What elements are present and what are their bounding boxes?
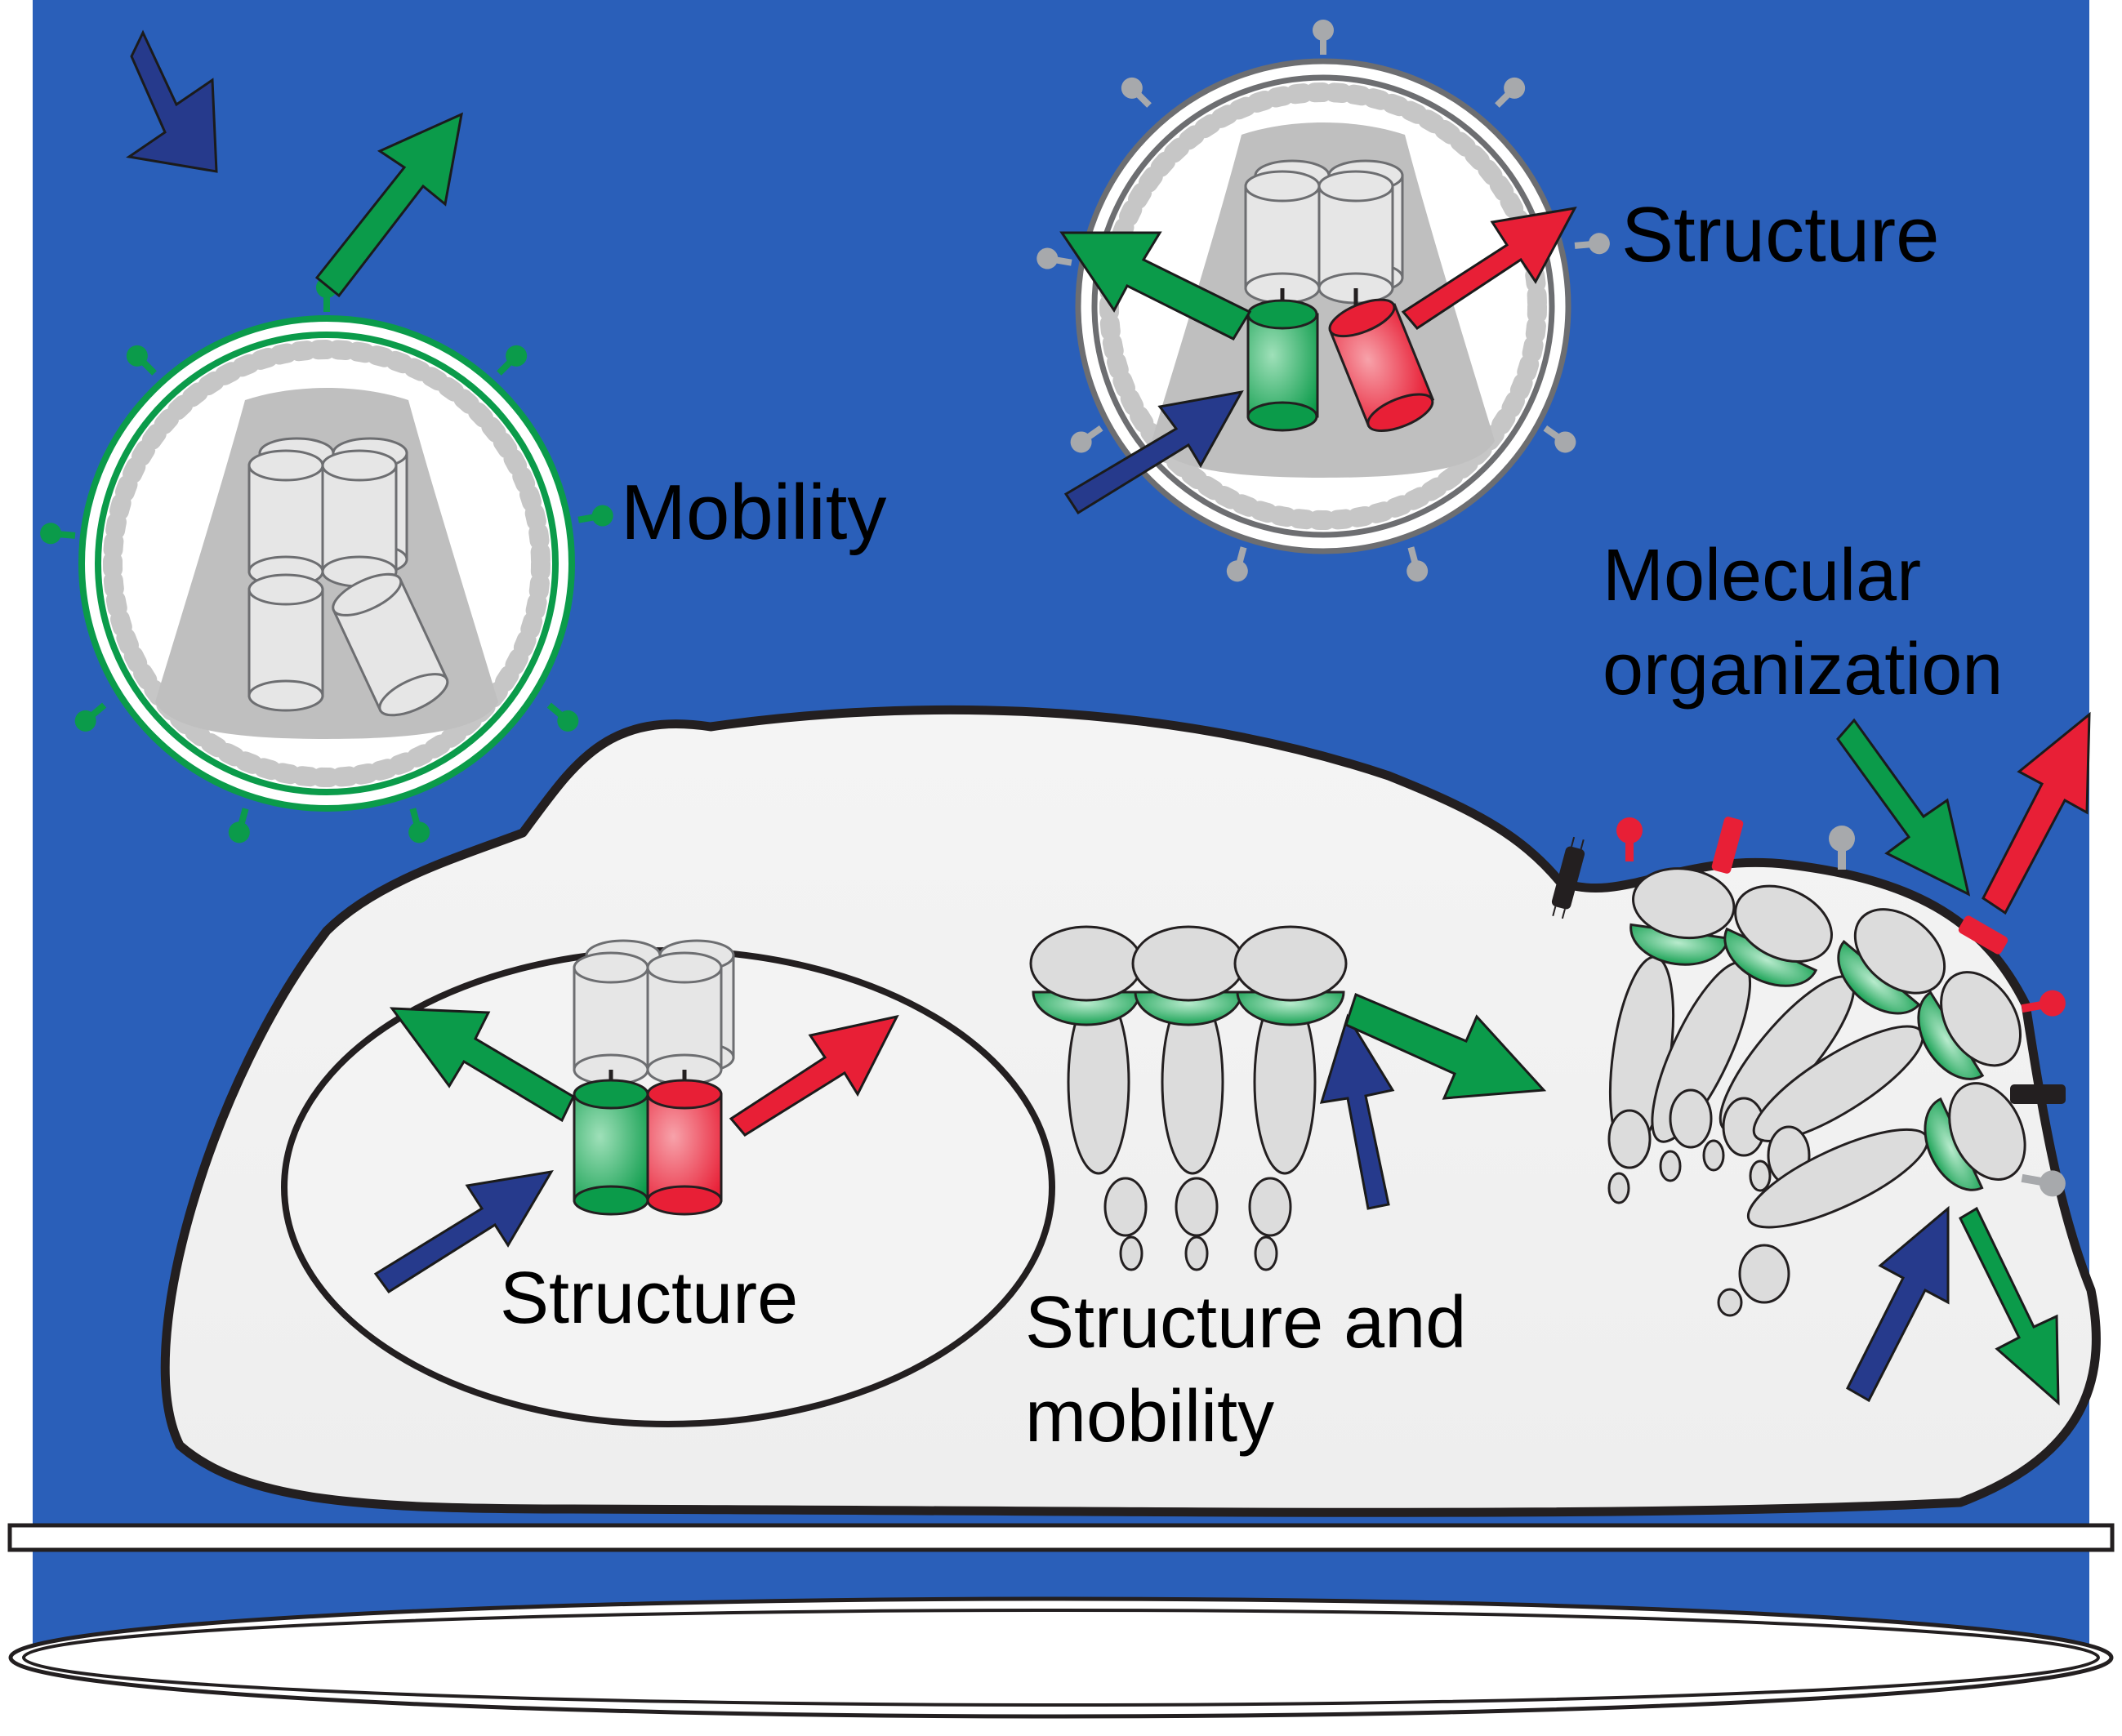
microscope-stage [8,1596,2114,1736]
protein-unit [1233,925,1348,1271]
red-arrow-icon [1982,711,2091,915]
blue-arrow-icon [126,29,218,173]
green-arrow-icon [389,1007,575,1123]
green-arrow-icon [1836,718,1971,897]
label-structure-top: Structure [1621,191,1939,278]
nuclear-protein-complex [573,939,735,1216]
blue-arrow-icon [373,1169,554,1294]
virion-mobility [40,277,613,844]
label-organization: organization [1603,629,2003,710]
blue-arrow-icon [1063,389,1244,515]
red-fluorescent-protein [1328,298,1435,433]
label-molecular: Molecular [1603,535,1921,617]
clustered-proteins [1607,867,2026,1317]
label-structure-mobility-2: mobility [1025,1376,1274,1458]
green-arrow-icon [1059,231,1252,341]
blue-arrow-icon [1846,1205,1950,1403]
red-arrow-icon [1401,207,1577,330]
protein-unit [1131,925,1246,1271]
green-arrow-icon [1344,992,1547,1100]
coverslip [7,1523,2115,1552]
membrane-protein-array [1029,925,1348,1271]
capsid-proteins [1244,159,1404,305]
green-arrow-icon [1959,1206,2060,1406]
green-arrow-icon [314,112,463,298]
label-structure-nucleus: Structure [500,1257,798,1339]
grey-spike-proteins [1036,20,1610,582]
green-spike-proteins [40,277,613,844]
protein-unit [1029,925,1148,1271]
label-mobility: Mobility [621,469,886,556]
label-structure-mobility-1: Structure and [1025,1282,1466,1364]
capsid-proteins [247,437,449,717]
surface-markers [1551,817,2066,1197]
green-fluorescent-protein [1246,299,1319,432]
red-arrow-icon [729,1014,899,1137]
blue-arrow-icon [1319,1013,1395,1210]
